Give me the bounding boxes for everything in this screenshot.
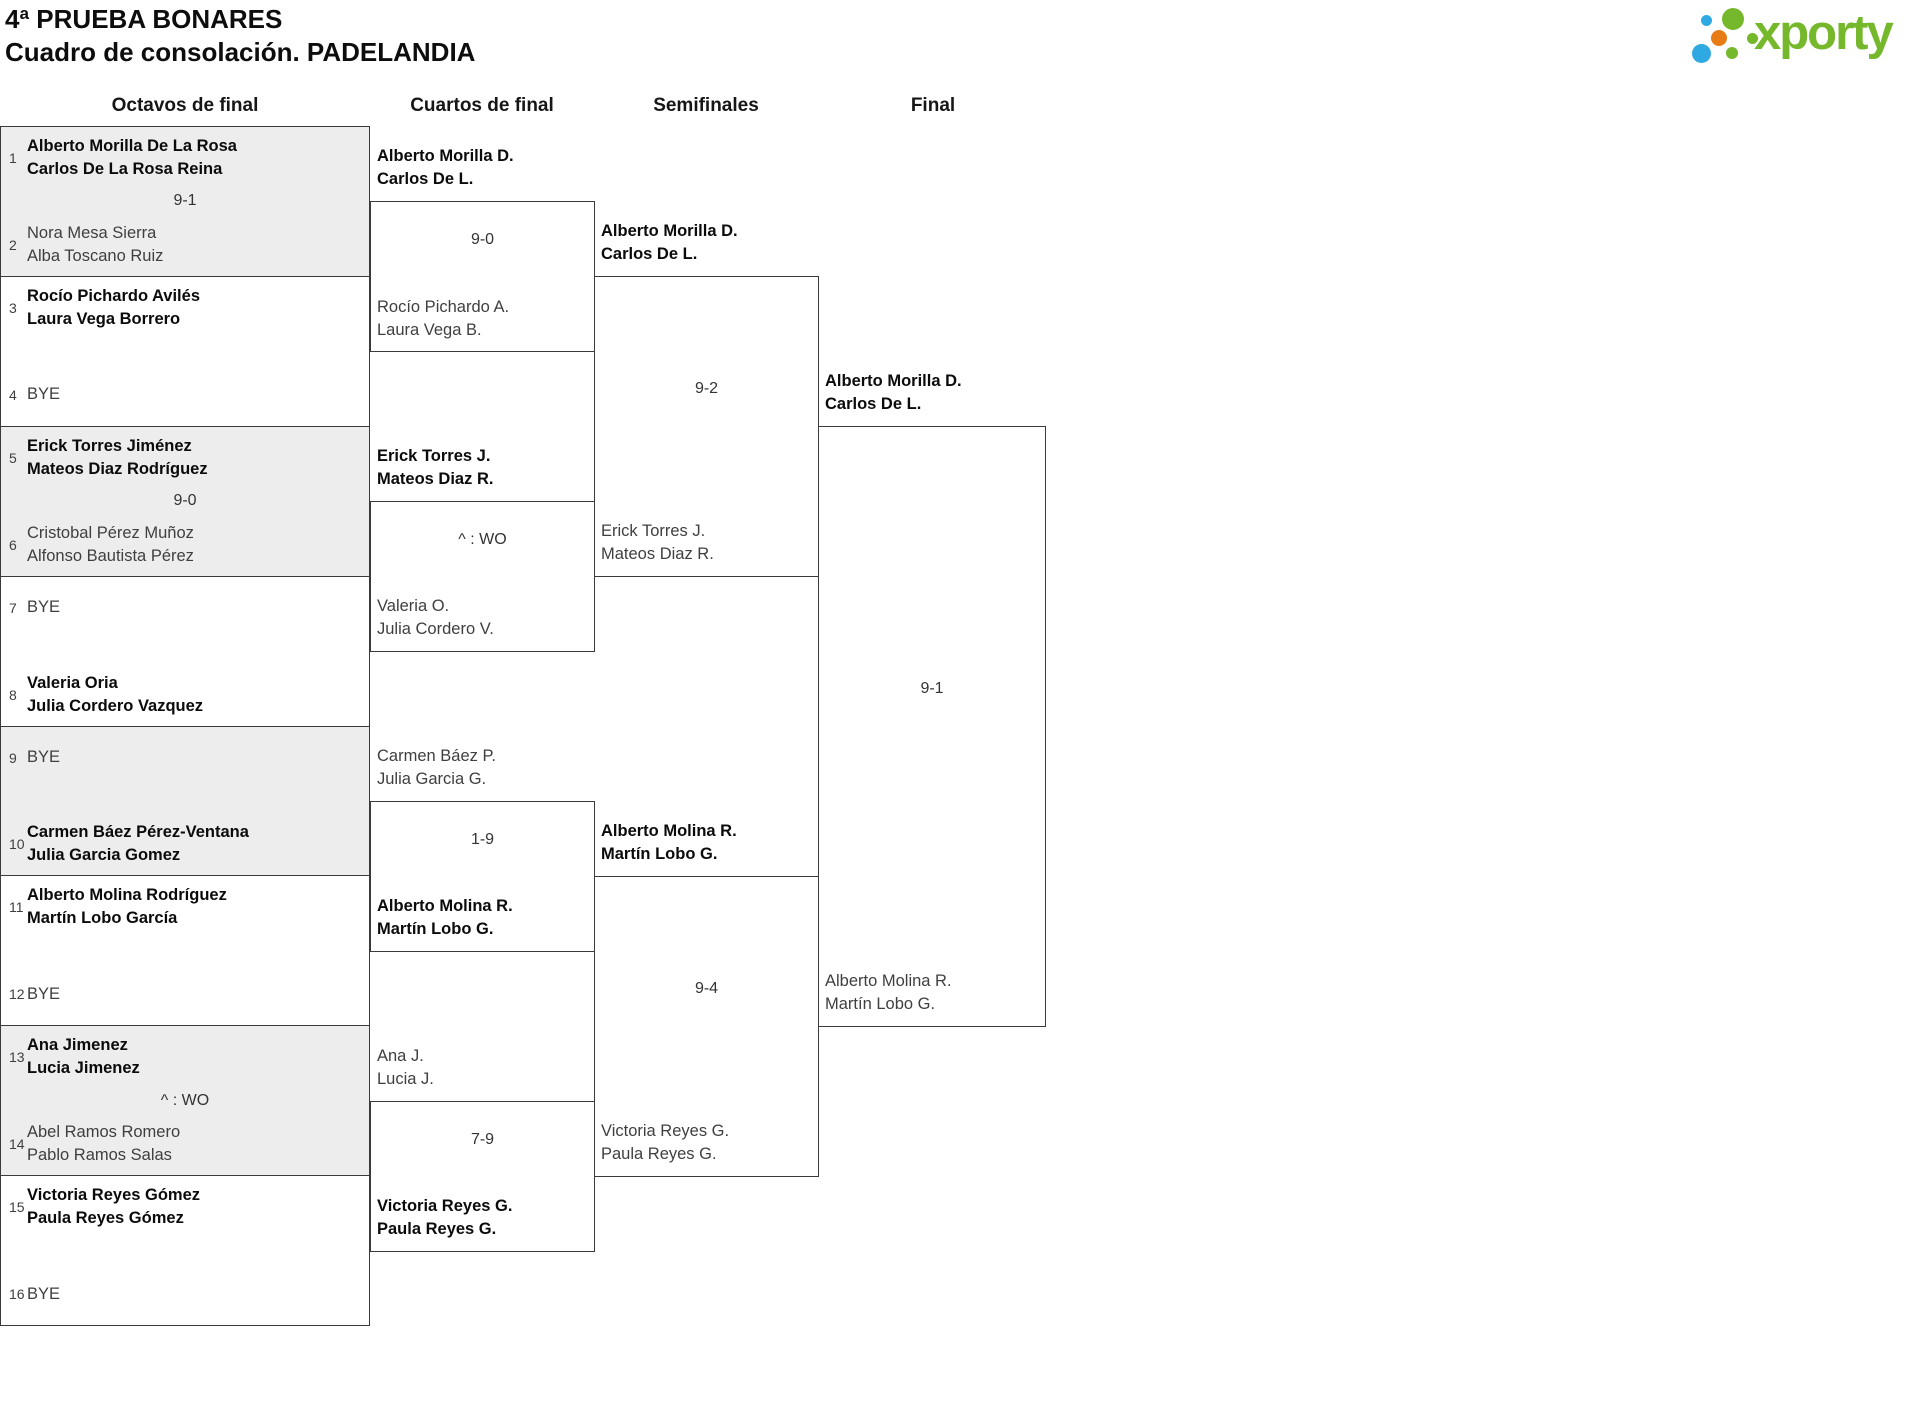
logo-dot-icon: [1726, 47, 1738, 59]
team-name: Victoria Reyes Gómez Paula Reyes Gómez: [27, 1186, 201, 1228]
bracket-slot: 2 Nora Mesa Sierra Alba Toscano Ruiz: [1, 219, 369, 271]
seed-number: 5: [9, 449, 17, 466]
match-octavos-2: 3 Rocío Pichardo Avilés Laura Vega Borre…: [1, 277, 369, 427]
semifinal-2-score: 9-4: [694, 980, 719, 997]
page-subtitle: Cuadro de consolación. PADELANDIA: [5, 37, 476, 67]
team-name: Nora Mesa Sierra Alba Toscano Ruiz: [27, 223, 164, 265]
logo-dot-icon: [1711, 30, 1727, 46]
match-score: ^ : WO: [160, 1091, 210, 1109]
team-name: Abel Ramos Romero Pablo Ramos Salas: [27, 1123, 181, 1165]
cuartos-3-bottom-team: Alberto Molina R. Martín Lobo G.: [377, 897, 513, 938]
match-octavos-5: 9 BYE 10 Carmen Báez Pérez-Ventana Julia…: [1, 726, 369, 877]
seed-number: 4: [9, 386, 17, 403]
match-octavos-6: 11 Alberto Molina Rodríguez Martín Lobo …: [1, 876, 369, 1027]
match-octavos-7: 13 Ana Jimenez Lucia Jimenez ^ : WO 14 A…: [1, 1026, 369, 1177]
cuartos-3-score: 1-9: [470, 831, 495, 848]
page-title: 4ª PRUEBA BONARES: [5, 4, 283, 34]
bracket-slot: 11 Alberto Molina Rodríguez Martín Lobo …: [1, 881, 369, 933]
bracket-slot: 9 BYE: [1, 732, 369, 784]
seed-number: 1: [9, 150, 17, 166]
bracket-slot: 12 BYE: [1, 968, 369, 1020]
semifinal-1-top-team: Alberto Morilla D. Carlos De L.: [601, 222, 738, 263]
logo-dot-icon: [1747, 33, 1758, 44]
team-name: Alberto Morilla De La Rosa Carlos De La …: [27, 137, 237, 178]
seed-number: 16: [9, 1286, 25, 1302]
final-score: 9-1: [920, 680, 944, 697]
bracket-slot: 8 Valeria Oria Julia Cordero Vazquez: [1, 669, 369, 721]
semifinal-1-score: 9-2: [694, 380, 719, 397]
seed-number: 8: [9, 686, 17, 703]
bracket-slot: 1 Alberto Morilla De La Rosa Carlos De L…: [1, 132, 369, 184]
team-name: Cristobal Pérez Muñoz Alfonso Bautista P…: [27, 523, 194, 565]
logo-dot-icon: [1701, 15, 1712, 26]
team-name: BYE: [27, 748, 61, 766]
logo-dot-icon: [1692, 44, 1711, 63]
seed-number: 11: [9, 899, 24, 916]
match-octavos-1: 1 Alberto Morilla De La Rosa Carlos De L…: [1, 127, 369, 277]
match-score: 9-1: [173, 192, 197, 210]
cuartos-4-score: 7-9: [470, 1131, 495, 1148]
seed-number: 2: [9, 236, 17, 253]
team-name: Rocío Pichardo Avilés Laura Vega Borrero: [27, 286, 200, 328]
bracket-slot: 5 Erick Torres Jiménez Mateos Diaz Rodrí…: [1, 432, 369, 484]
bracket-slot: 3 Rocío Pichardo Avilés Laura Vega Borre…: [1, 282, 369, 334]
seed-number: 10: [9, 836, 25, 853]
cuartos-1-score: 9-0: [470, 231, 495, 248]
semifinal-2-bottom-team: Victoria Reyes G. Paula Reyes G.: [601, 1122, 730, 1163]
final-bottom-team: Alberto Molina R. Martín Lobo G.: [825, 972, 952, 1013]
seed-number: 13: [9, 1049, 25, 1066]
xporty-logo-text: xporty: [1754, 6, 1894, 60]
round-header-final: Final: [910, 95, 956, 116]
bracket-slot: 4 BYE: [1, 369, 369, 421]
cuartos-4-top-team: Ana J. Lucia J.: [377, 1047, 434, 1088]
round-header-cuartos: Cuartos de final: [410, 95, 554, 116]
bracket-slot: 6 Cristobal Pérez Muñoz Alfonso Bautista…: [1, 519, 369, 571]
seed-number: 14: [9, 1136, 25, 1153]
match-octavos-8: 15 Victoria Reyes Gómez Paula Reyes Góme…: [1, 1176, 369, 1325]
bracket-slot: 15 Victoria Reyes Gómez Paula Reyes Góme…: [1, 1181, 369, 1233]
cuartos-4-bottom-team: Victoria Reyes G. Paula Reyes G.: [377, 1197, 513, 1238]
cuartos-2-score: ^ : WO: [458, 531, 507, 548]
bracket-slot: 13 Ana Jimenez Lucia Jimenez: [1, 1031, 369, 1083]
seed-number: 9: [9, 749, 17, 766]
cuartos-1-bottom-team: Rocío Pichardo A. Laura Vega B.: [377, 298, 510, 339]
cuartos-2-bottom-team: Valeria O. Julia Cordero V.: [377, 597, 494, 638]
team-name: Carmen Báez Pérez-Ventana Julia Garcia G…: [27, 823, 249, 865]
team-name: Ana Jimenez Lucia Jimenez: [27, 1036, 140, 1078]
cuartos-2-top-team: Erick Torres J. Mateos Diaz R.: [377, 447, 494, 488]
match-score: 9-0: [173, 492, 197, 510]
bracket-slot: 14 Abel Ramos Romero Pablo Ramos Salas: [1, 1118, 369, 1170]
logo-dot-icon: [1722, 8, 1744, 30]
seed-number: 15: [9, 1199, 25, 1216]
match-octavos-4: 7 BYE 8 Valeria Oria Julia Cordero Vazqu…: [1, 577, 369, 727]
team-name: Valeria Oria Julia Cordero Vazquez: [27, 673, 204, 715]
seed-number: 3: [9, 299, 17, 316]
round-header-semifinales: Semifinales: [653, 95, 759, 116]
seed-number: 6: [9, 536, 17, 553]
team-name: Alberto Molina Rodríguez Martín Lobo Gar…: [27, 886, 227, 928]
semifinal-1-bottom-team: Erick Torres J. Mateos Diaz R.: [601, 522, 714, 563]
bracket-slot: 7 BYE: [1, 582, 369, 634]
seed-number: 12: [9, 986, 25, 1003]
team-name: BYE: [27, 385, 61, 404]
team-name: BYE: [27, 984, 61, 1003]
bracket-slot: 10 Carmen Báez Pérez-Ventana Julia Garci…: [1, 818, 369, 870]
match-box-final: [818, 426, 1046, 1027]
xporty-logo[interactable]: xporty: [1685, 0, 1917, 75]
round-header-octavos: Octavos de final: [111, 95, 259, 116]
match-octavos-3: 5 Erick Torres Jiménez Mateos Diaz Rodrí…: [1, 426, 369, 577]
octavos-column: 1 Alberto Morilla De La Rosa Carlos De L…: [0, 126, 370, 1326]
team-name: BYE: [27, 598, 61, 617]
bracket-slot: 16 BYE: [1, 1268, 369, 1320]
cuartos-1-top-team: Alberto Morilla D. Carlos De L.: [377, 147, 514, 188]
cuartos-3-top-team: Carmen Báez P. Julia Garcia G.: [377, 747, 496, 788]
final-top-team: Alberto Morilla D. Carlos De L.: [825, 372, 962, 413]
seed-number: 7: [9, 599, 17, 616]
semifinal-2-top-team: Alberto Molina R. Martín Lobo G.: [601, 822, 737, 863]
team-name: BYE: [27, 1284, 61, 1303]
team-name: Erick Torres Jiménez Mateos Diaz Rodrígu…: [27, 436, 208, 478]
title-block: 4ª PRUEBA BONARES Cuadro de consolación.…: [5, 3, 475, 69]
